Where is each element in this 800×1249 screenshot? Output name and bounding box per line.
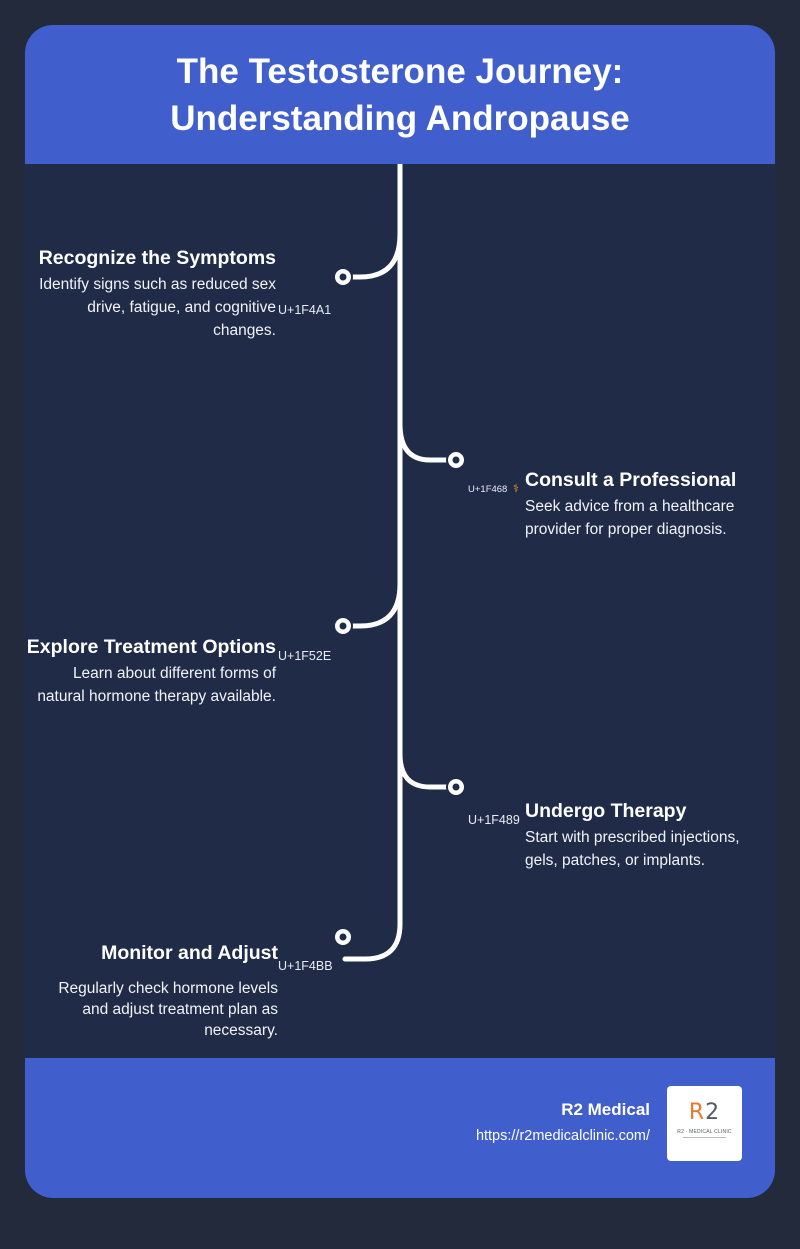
syringe-icon: U+1F489	[468, 813, 520, 827]
step-title: Recognize the Symptoms	[38, 247, 276, 269]
step-consult-professional: Consult a Professional Seek advice from …	[525, 466, 770, 541]
step-description: Start with prescribed injections, gels, …	[525, 829, 740, 869]
laptop-icon: U+1F4BB	[278, 959, 333, 973]
timeline-spine	[333, 164, 466, 962]
logo-divider	[683, 1137, 726, 1138]
step-title: Monitor and Adjust	[101, 942, 278, 964]
brand-url[interactable]: https://r2medicalclinic.com/	[475, 1128, 650, 1144]
step-explore-treatment: Explore Treatment Options Learn about di…	[25, 633, 276, 708]
health-worker-icon: U+1F468 ⚕	[468, 483, 519, 495]
lightbulb-icon: U+1F4A1	[278, 303, 332, 317]
step-description: Regularly check hormone levels and adjus…	[58, 980, 278, 1039]
step-description: Learn about different forms of natural h…	[37, 665, 276, 705]
footer-banner: R2 Medical https://r2medicalclinic.com/ …	[25, 1058, 775, 1198]
logo-mark: R2	[688, 1100, 721, 1125]
clinic-logo: R2 R2 · MEDICAL CLINIC	[667, 1086, 742, 1161]
step-recognize-symptoms: Recognize the Symptoms Identify signs su…	[35, 244, 276, 342]
step-title: Consult a Professional	[525, 469, 737, 491]
header-banner: The Testosterone Journey: Understanding …	[25, 25, 775, 164]
timeline-area: Recognize the Symptoms Identify signs su…	[25, 164, 775, 1058]
brand-name: R2 Medical	[561, 1100, 650, 1119]
step-description: Seek advice from a healthcare provider f…	[525, 498, 735, 538]
step-undergo-therapy: Undergo Therapy Start with prescribed in…	[525, 797, 770, 872]
step-description: Identify signs such as reduced sex drive…	[39, 276, 276, 339]
staff-of-aesculapius-icon: ⚕	[513, 483, 519, 495]
step-title: Undergo Therapy	[525, 800, 687, 822]
step-title: Explore Treatment Options	[26, 636, 276, 658]
page-title: The Testosterone Journey: Understanding …	[170, 51, 630, 138]
step-monitor-adjust: Monitor and Adjust Regularly check hormo…	[35, 939, 278, 1041]
crystal-ball-icon: U+1F52E	[278, 649, 332, 663]
infographic-card: The Testosterone Journey: Understanding …	[25, 25, 775, 1198]
logo-caption: R2 · MEDICAL CLINIC	[677, 1129, 732, 1135]
